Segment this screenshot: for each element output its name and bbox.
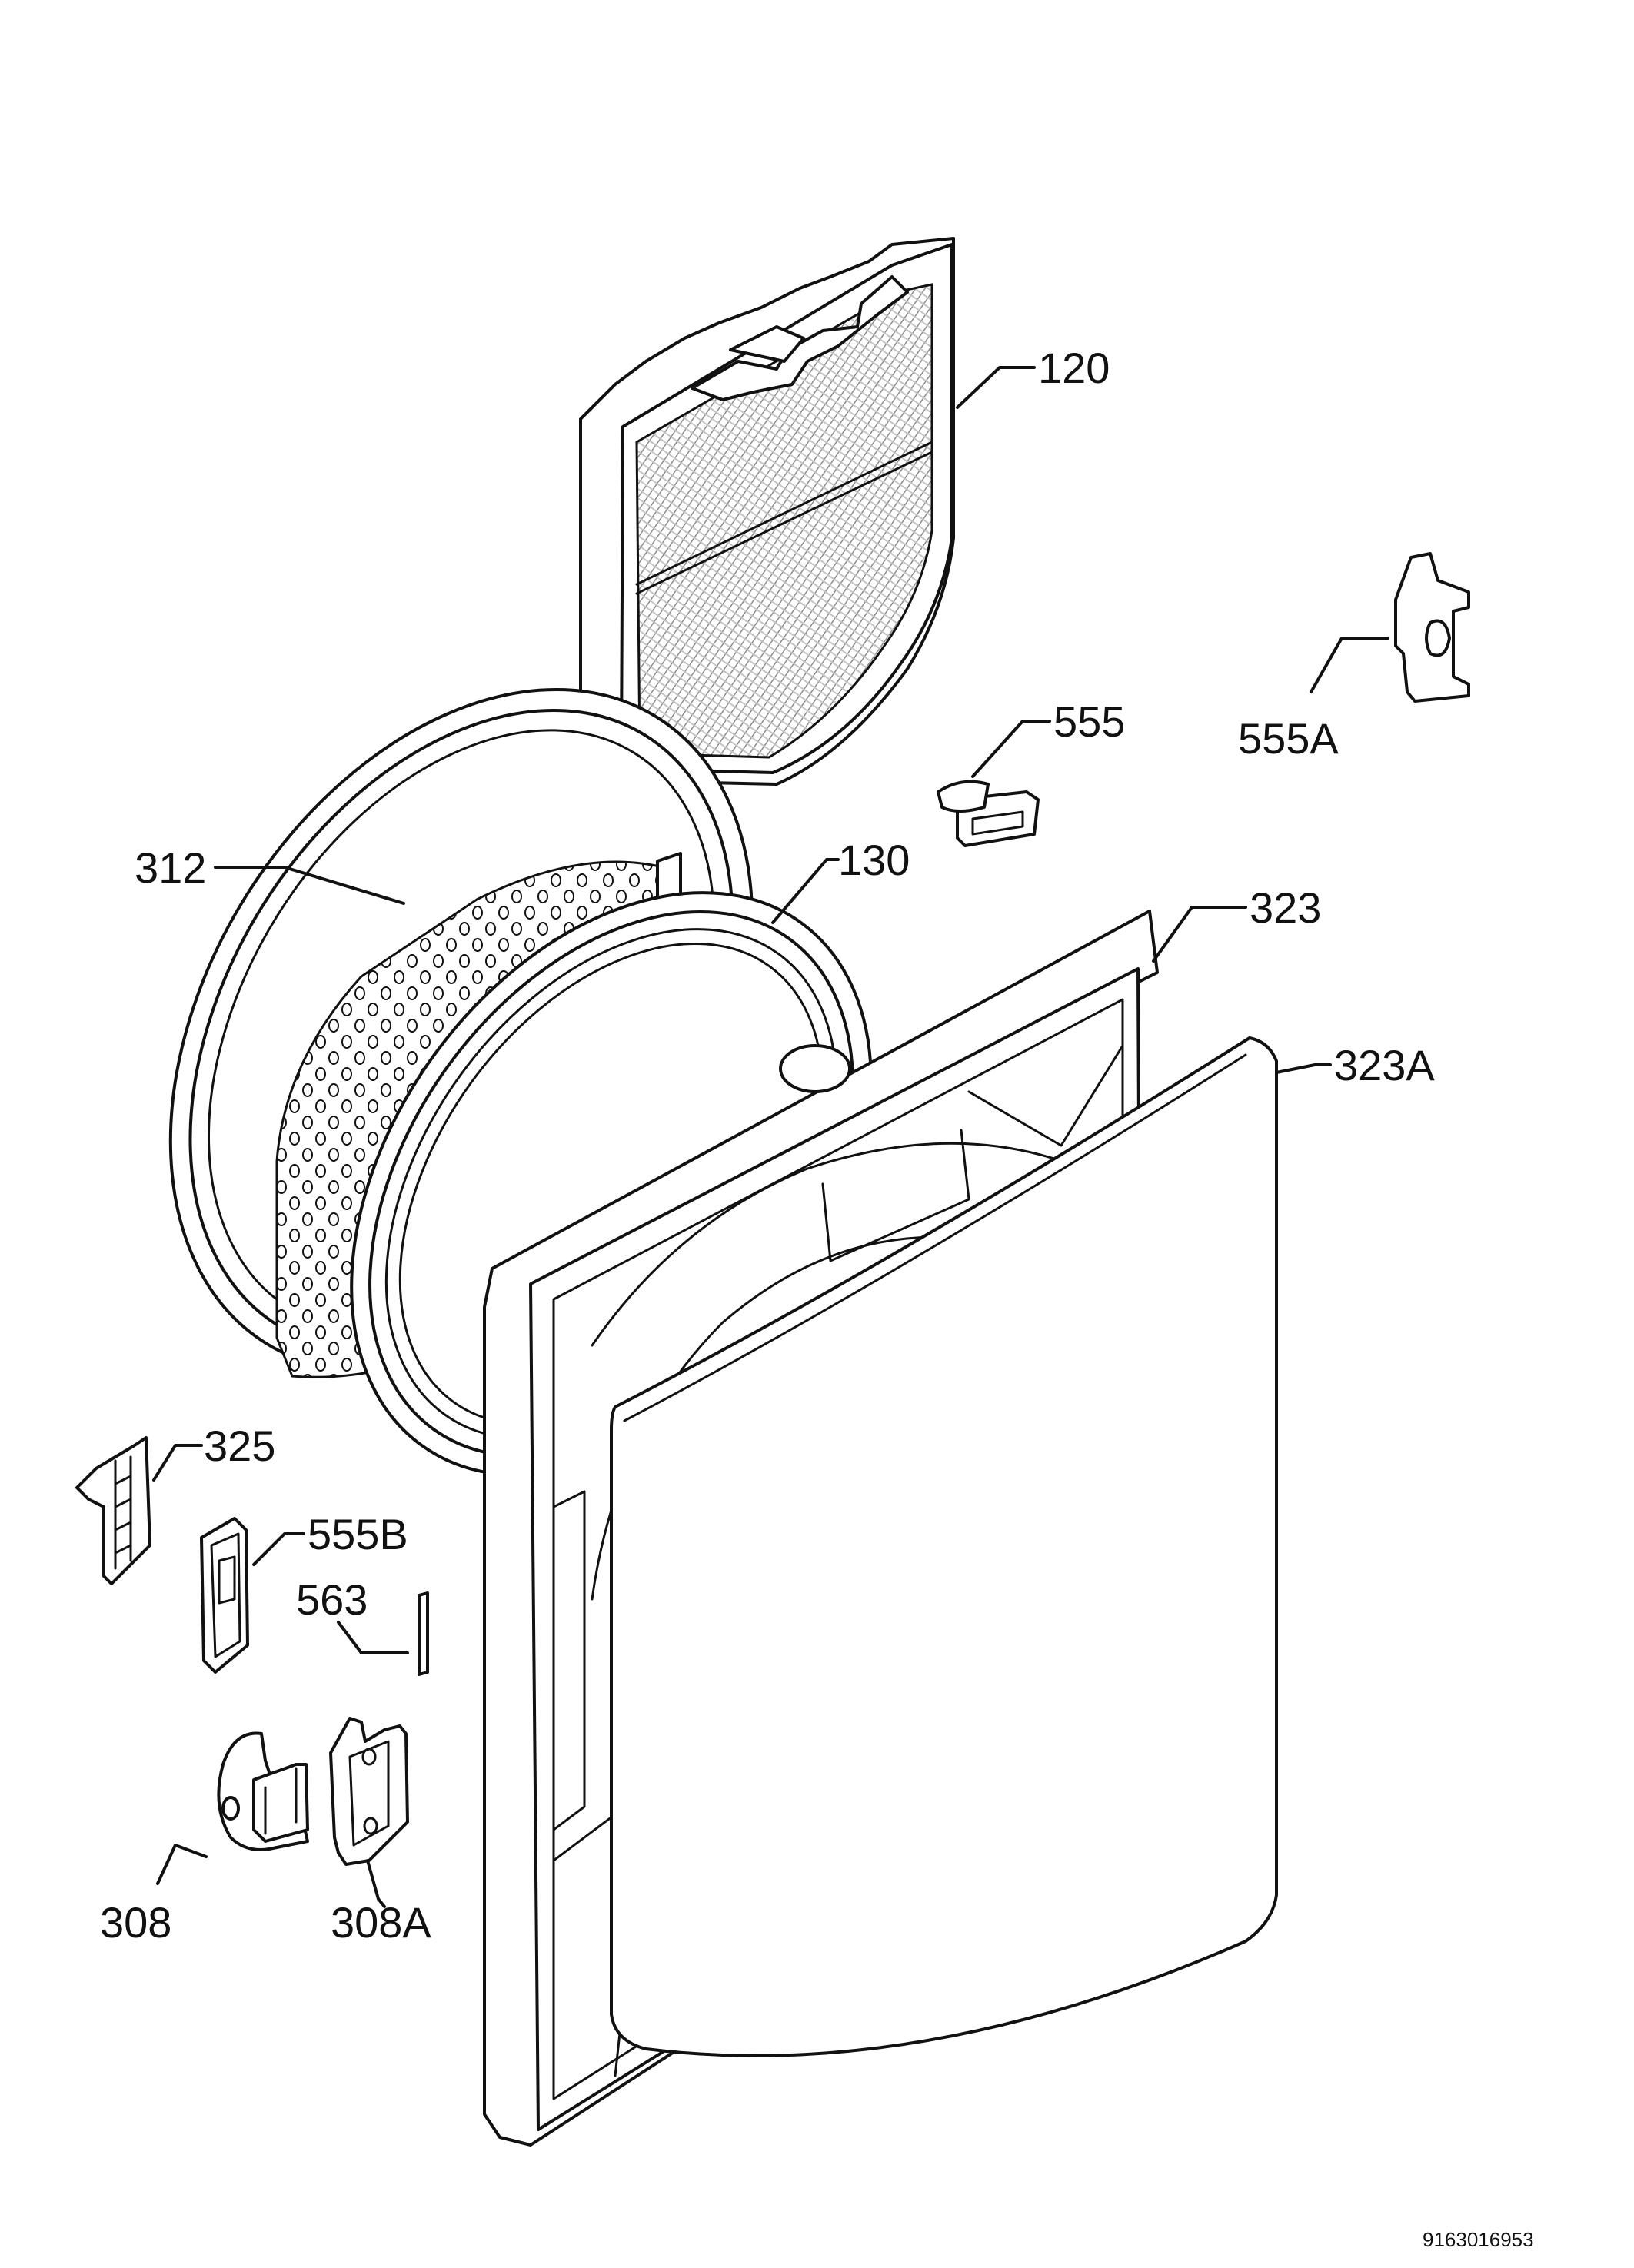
leader-130 <box>771 858 840 924</box>
label-312: 312 <box>135 843 206 892</box>
label-130: 130 <box>838 836 910 884</box>
leader-555B <box>252 1532 305 1566</box>
callout-labels: 120 555 555A 312 130 323 323A 325 555B 5… <box>100 344 1435 1947</box>
leader-120 <box>956 366 1036 409</box>
part-563-pin <box>418 1591 429 1676</box>
part-308-hinge <box>217 1731 309 1851</box>
part-308A-hinge-plate <box>329 1717 409 1866</box>
label-308A: 308A <box>331 1898 431 1947</box>
part-555A-latch <box>1394 552 1470 703</box>
label-563: 563 <box>296 1575 368 1624</box>
leader-lines <box>152 366 1389 1908</box>
label-323: 323 <box>1250 883 1321 932</box>
label-325: 325 <box>204 1422 275 1470</box>
part-325-catch <box>75 1436 151 1585</box>
leader-308A <box>366 1859 386 1908</box>
part-555B-latch <box>200 1517 249 1674</box>
label-323A: 323A <box>1334 1041 1435 1089</box>
label-555A: 555A <box>1238 714 1339 763</box>
part-323A-door-panel <box>610 1036 1278 2057</box>
leader-323 <box>1152 906 1247 963</box>
leader-308 <box>156 1844 208 1885</box>
leader-555A <box>1310 637 1389 693</box>
label-308: 308 <box>100 1898 171 1947</box>
leader-563 <box>337 1621 409 1654</box>
leader-312 <box>214 866 405 905</box>
leader-323A <box>1275 1063 1332 1074</box>
document-number: 9163016953 <box>1423 2228 1534 2251</box>
label-120: 120 <box>1038 344 1110 392</box>
label-555: 555 <box>1053 697 1125 746</box>
leader-555 <box>971 720 1051 778</box>
label-555B: 555B <box>308 1510 408 1558</box>
leader-325 <box>152 1444 203 1482</box>
part-555-latch <box>937 780 1040 847</box>
part-120-filter <box>579 237 955 786</box>
